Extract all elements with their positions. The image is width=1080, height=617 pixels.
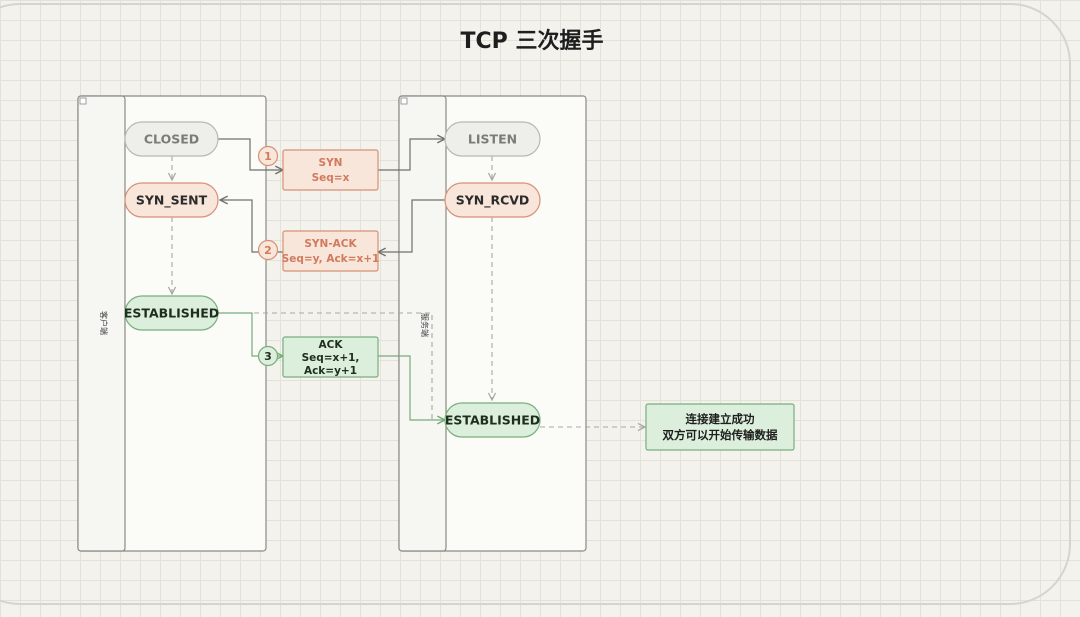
state-server-established: ESTABLISHED [444,402,541,438]
state-client-established-label: ESTABLISHED [124,306,219,321]
message-ack-line-2: Seq=x+1, [302,352,360,364]
step-1-badge [257,145,279,167]
message-syn-ack-box [282,230,379,272]
edge-syn-to-listen [378,139,445,171]
result-note-box [645,403,795,451]
server-lane-strip [398,95,447,552]
state-closed: CLOSED [124,121,219,157]
state-syn-sent-label: SYN_SENT [136,193,208,209]
server-lane-handle-icon [400,97,408,105]
result-note-line-2: 双方可以开始传输数据 [662,428,778,442]
step-2-number: 2 [264,244,272,257]
state-listen-pill [444,121,541,157]
state-syn-rcvd-pill [444,182,541,218]
server-lane: 服务端 [398,95,587,552]
message-syn-ack-line-1: SYN-ACK [304,238,357,250]
message-syn-line-1: SYN [319,157,343,169]
state-listen-label: LISTEN [468,132,517,147]
client-lane-label: 客户端 [99,311,109,335]
state-closed-pill [124,121,219,157]
state-syn-rcvd-label: SYN_RCVD [456,193,530,209]
state-syn-rcvd: SYN_RCVD [444,182,541,218]
message-ack: ACK Seq=x+1, Ack=y+1 3 [257,336,379,378]
state-client-established: ESTABLISHED [124,295,219,331]
step-2-badge [257,239,279,261]
step-3-badge [257,345,279,367]
step-1-number: 1 [264,150,272,163]
message-syn-box [282,149,379,191]
state-syn-sent-pill [124,182,219,218]
message-ack-line-1: ACK [319,339,344,351]
state-server-established-pill [444,402,541,438]
state-closed-label: CLOSED [144,132,199,147]
edge-ack-to-server-established [378,355,445,420]
message-syn-ack-line-2: Seq=y, Ack=x+1 [282,253,380,265]
state-syn-sent: SYN_SENT [124,182,219,218]
state-client-established-pill [124,295,219,331]
message-ack-line-3: Ack=y+1 [304,365,357,377]
edge-synrcvd-to-synack [378,199,445,252]
message-syn: SYN Seq=x 1 [257,145,379,191]
message-syn-ack: SYN-ACK Seq=y, Ack=x+1 2 [257,230,380,272]
result-note-line-1: 连接建立成功 [686,412,755,426]
diagram-title: TCP 三次握手 [461,28,604,54]
step-3-number: 3 [264,350,272,363]
message-syn-line-2: Seq=x [312,172,350,184]
client-lane-strip [77,95,126,552]
server-lane-label: 服务端 [420,313,430,337]
result-note: 连接建立成功 双方可以开始传输数据 [645,403,795,451]
edge-closed-to-syn [218,138,283,170]
client-lane-handle-icon [79,97,87,105]
state-server-established-label: ESTABLISHED [445,413,540,428]
message-ack-box [282,336,379,378]
outer-frame [0,3,1071,605]
state-listen: LISTEN [444,121,541,157]
